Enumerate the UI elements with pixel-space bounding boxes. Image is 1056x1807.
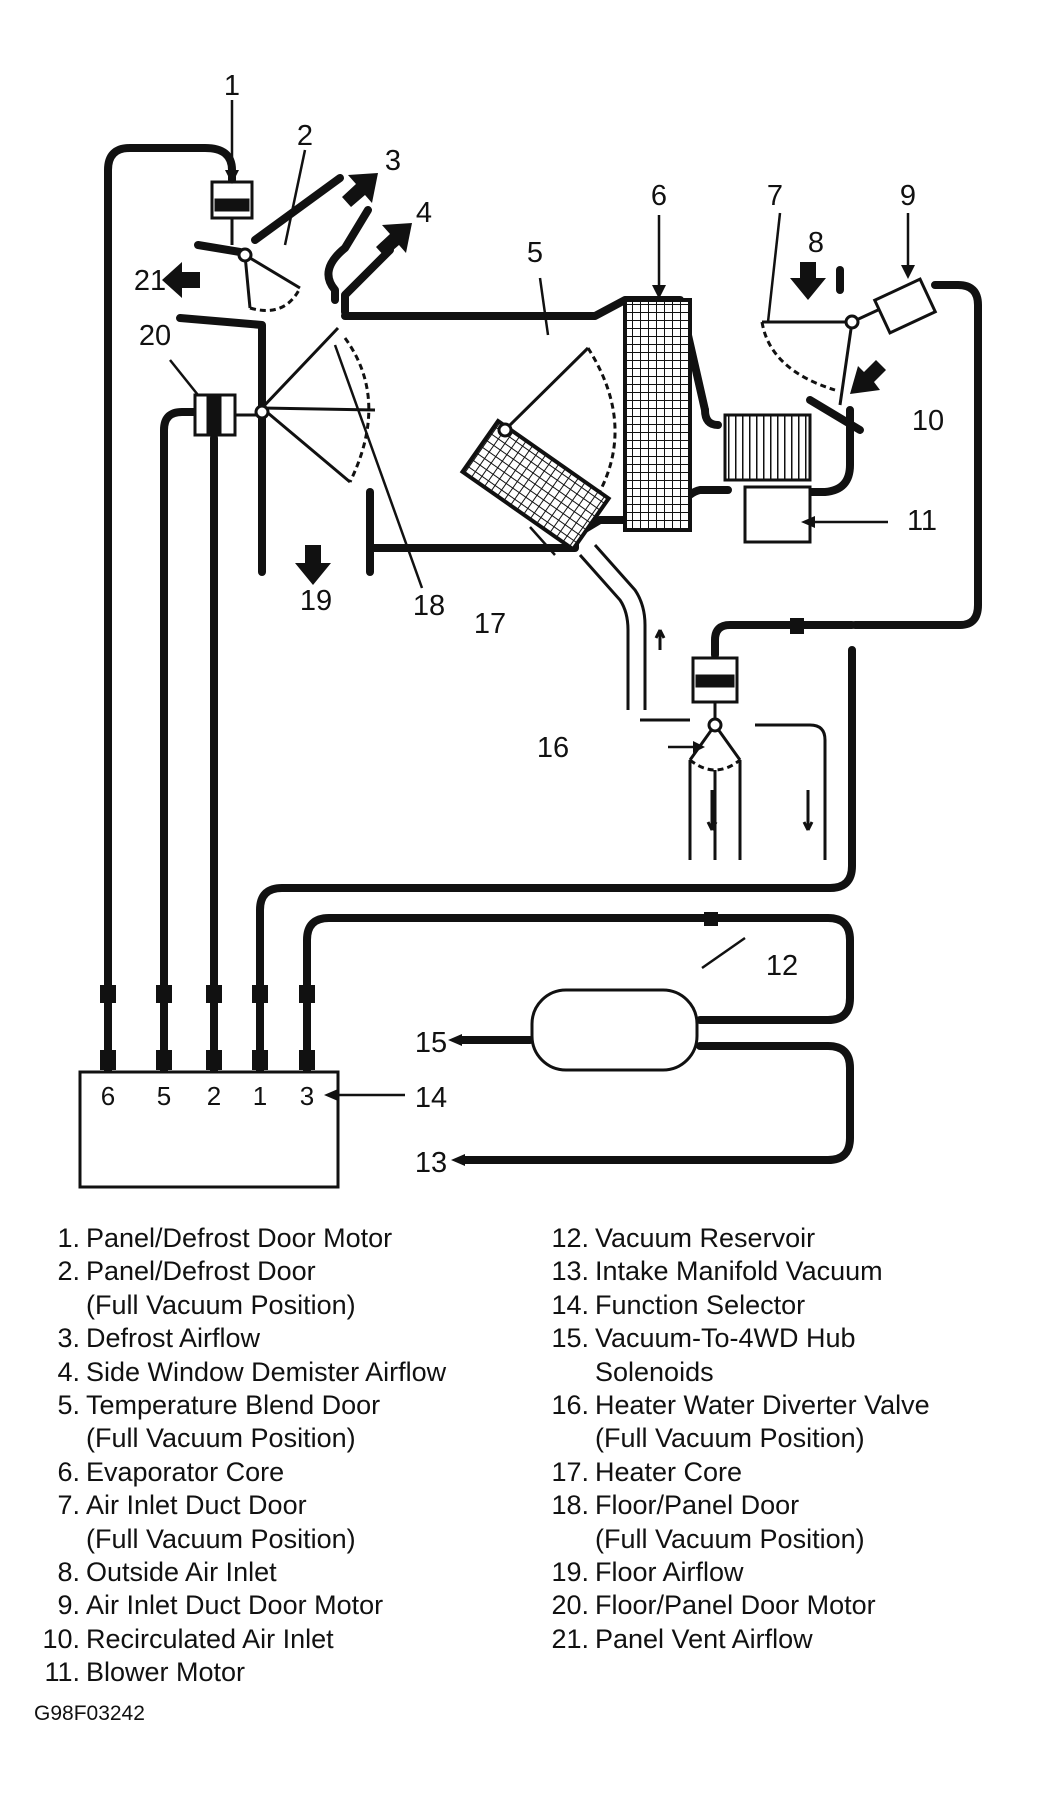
diverter-valve-motor <box>691 656 739 733</box>
hose-motor-9 <box>851 281 982 629</box>
vacuum-system-diagram: 6 5 2 1 3 <box>78 70 982 1189</box>
function-selector-box <box>78 1070 340 1189</box>
legend-item: 12.Vacuum Reservoir <box>551 1223 816 1253</box>
hose-intake-manifold <box>461 1042 854 1164</box>
callout-19: 19 <box>300 585 332 617</box>
heater-pipes <box>578 544 827 860</box>
inlet-duct-door-motor <box>844 277 938 335</box>
legend-item: 3.Defrost Airflow <box>57 1323 261 1354</box>
callout-11: 11 <box>907 505 937 537</box>
defrost-arrow <box>342 173 378 207</box>
callout-1: 1 <box>224 70 240 102</box>
selector-port-label: 5 <box>157 1081 171 1111</box>
legend-item: 9.Air Inlet Duct Door Motor <box>57 1590 384 1621</box>
diverter-arc <box>689 758 741 772</box>
hose-port-3 <box>303 914 854 1024</box>
callout-21: 21 <box>134 265 166 297</box>
blend-door-arc <box>586 347 617 506</box>
blend-door <box>503 346 590 432</box>
floor-panel-arc <box>343 337 371 483</box>
legend-item: 5.Temperature Blend Door(Full Vacuum Pos… <box>57 1390 381 1454</box>
legend-item: 13.Intake Manifold Vacuum <box>551 1256 883 1287</box>
callout-4: 4 <box>416 197 432 229</box>
leader-arrowheads <box>225 170 915 1166</box>
legend-item: 1.Panel/Defrost Door Motor <box>57 1223 393 1253</box>
callout-6: 6 <box>651 180 667 212</box>
airflow-arrows <box>162 173 886 585</box>
panel-defrost-arc <box>249 287 302 312</box>
legend-item: 21.Panel Vent Airflow <box>551 1623 813 1654</box>
callout-2: 2 <box>297 120 313 152</box>
callout-8: 8 <box>808 227 824 259</box>
legend-item: 14.Function Selector <box>551 1289 806 1320</box>
callout-18: 18 <box>413 590 445 622</box>
hose-port-5 <box>160 408 199 999</box>
legend-right: 12.Vacuum Reservoir 13.Intake Manifold V… <box>537 1222 930 1656</box>
evaporator-core <box>623 298 692 532</box>
callout-12: 12 <box>766 950 798 982</box>
legend-item: 8.Outside Air Inlet <box>57 1557 277 1588</box>
callout-10: 10 <box>912 405 944 437</box>
floor-panel-door <box>260 326 376 484</box>
heater-core <box>459 418 612 553</box>
callout-14: 14 <box>415 1082 447 1114</box>
selector-port-label: 2 <box>207 1081 221 1111</box>
floor-panel-door-motor <box>193 393 270 437</box>
legend-item: 19.Floor Airflow <box>551 1557 744 1588</box>
inlet-duct-arc <box>760 321 836 392</box>
panel-vent-arrow <box>162 262 200 298</box>
legend-left: 1.Panel/Defrost Door Motor 2.Panel/Defro… <box>28 1222 446 1690</box>
callout-13: 13 <box>415 1147 447 1179</box>
vacuum-reservoir <box>530 988 699 1072</box>
callout-3: 3 <box>385 145 401 177</box>
legend-item: 11.Blower Motor <box>44 1657 246 1688</box>
selector-stubs <box>104 1003 311 1072</box>
selector-port-label: 6 <box>101 1081 115 1111</box>
callout-7: 7 <box>767 180 783 212</box>
selector-port-label: 1 <box>253 1081 267 1111</box>
outside-air-arrow <box>790 262 826 300</box>
callout-17: 17 <box>474 608 506 640</box>
callout-20: 20 <box>139 320 171 352</box>
leader-lines <box>169 100 910 1097</box>
legend-item: 6.Evaporator Core <box>57 1456 285 1487</box>
legend-item: 10.Recirculated Air Inlet <box>42 1623 334 1654</box>
callout-16: 16 <box>537 732 569 764</box>
legend-item: 16.Heater Water Diverter Valve(Full Vacu… <box>551 1390 930 1454</box>
hose-diverter <box>711 621 856 659</box>
figure-id: G98F03242 <box>34 1702 145 1725</box>
blower-motor <box>743 485 812 544</box>
floor-arrow <box>295 545 331 585</box>
legend-item: 7.Air Inlet Duct Door(Full Vacuum Positi… <box>57 1490 356 1554</box>
blower-wheel <box>723 413 812 482</box>
hose-port-6 <box>104 144 236 999</box>
callout-15: 15 <box>415 1027 447 1059</box>
panel-defrost-door <box>243 253 301 309</box>
demister-arrow <box>376 223 412 257</box>
inlet-duct-door <box>762 320 854 406</box>
legend-item: 18.Floor/Panel Door(Full Vacuum Position… <box>551 1490 865 1554</box>
legend-item: 2.Panel/Defrost Door(Full Vacuum Positio… <box>57 1256 356 1320</box>
callout-9: 9 <box>900 180 916 212</box>
recirc-air-arrow <box>850 360 886 394</box>
selector-port-label: 3 <box>300 1081 314 1111</box>
callout-5: 5 <box>527 237 543 269</box>
legend-item: 20.Floor/Panel Door Motor <box>551 1590 876 1621</box>
hose-port-1 <box>256 646 856 999</box>
legend-item: 4.Side Window Demister Airflow <box>57 1356 447 1387</box>
legend-item: 17.Heater Core <box>551 1456 743 1487</box>
